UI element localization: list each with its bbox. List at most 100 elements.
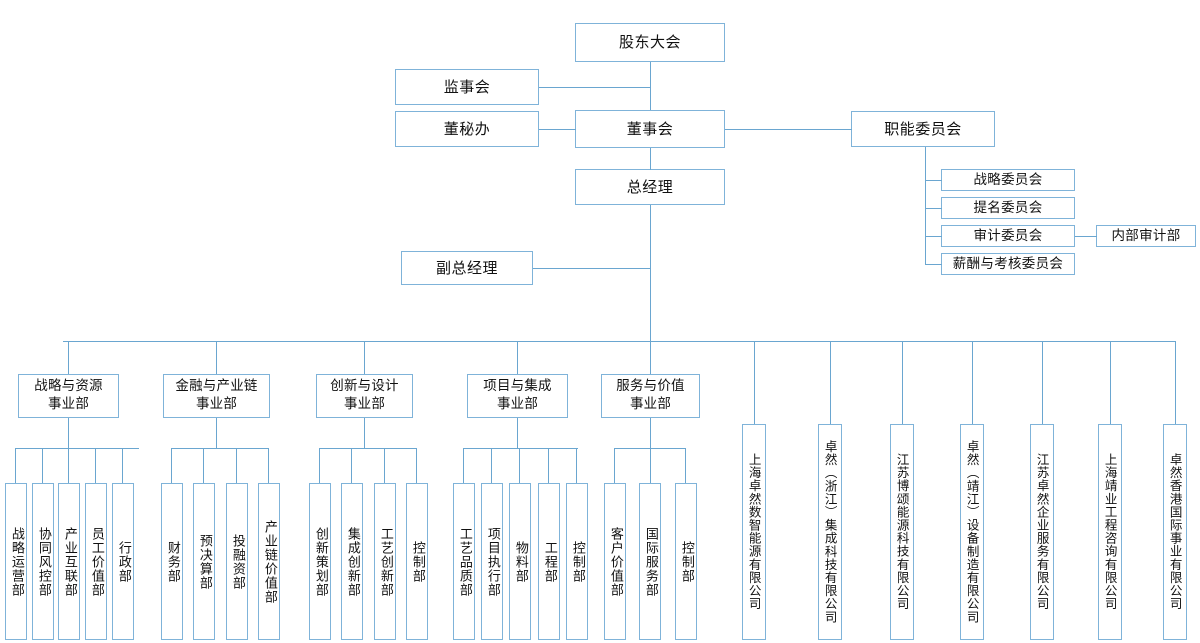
node-department-investment-financing[interactable]: 投融资部: [226, 483, 248, 640]
node-subsidiary-zhuoran-jingjiang-equipment[interactable]: 卓然（靖江）设备制造有限公司: [960, 424, 984, 640]
node-division-project-integration[interactable]: 项目与集成 事业部: [467, 374, 568, 418]
node-department-process-quality[interactable]: 工艺品质部: [453, 483, 475, 640]
connector-deputy-gm-to-spine: [533, 268, 651, 269]
sub-bus-division-5: [614, 448, 685, 449]
node-department-budget-settlement[interactable]: 预决算部: [193, 483, 215, 640]
node-functional-committee[interactable]: 职能委员会: [851, 111, 995, 147]
node-committee-nomination[interactable]: 提名委员会: [941, 197, 1075, 219]
connector-division-5-stem: [650, 418, 651, 448]
connector-supervisory-to-spine: [539, 87, 651, 88]
connector-bus-to-division-3: [364, 341, 365, 374]
connector-audit-to-internal-audit: [1075, 236, 1097, 237]
connector-bus-to-division-4: [517, 341, 518, 374]
connector-dept-3-3: [384, 448, 385, 483]
node-department-process-innovation[interactable]: 工艺创新部: [374, 483, 396, 640]
node-deputy-general-manager[interactable]: 副总经理: [401, 251, 533, 285]
node-internal-audit-department[interactable]: 内部审计部: [1096, 225, 1196, 247]
sub-bus-division-1: [15, 448, 139, 449]
connector-committee-strategy-stub: [925, 180, 942, 181]
connector-bus-to-subsidiary-5: [1042, 341, 1043, 424]
connector-bus-to-subsidiary-2: [830, 341, 831, 424]
connector-committee-compensation-stub: [925, 264, 942, 265]
node-subsidiary-jiangsu-zhuoran-enterprise-service[interactable]: 江苏卓然企业服务有限公司: [1030, 424, 1054, 640]
connector-dept-5-3: [685, 448, 686, 483]
connector-dept-2-1: [171, 448, 172, 483]
connector-committee-audit-stub: [925, 236, 942, 237]
node-subsidiary-zhuoran-hongkong-international[interactable]: 卓然香港国际事业有限公司: [1163, 424, 1187, 640]
node-board-secretary-office[interactable]: 董秘办: [395, 111, 539, 147]
node-shareholders-meeting[interactable]: 股东大会: [575, 23, 725, 62]
connector-bus-to-subsidiary-7: [1175, 341, 1176, 424]
connector-dept-3-4: [416, 448, 417, 483]
connector-bus-to-subsidiary-3: [902, 341, 903, 424]
connector-dept-4-2: [491, 448, 492, 483]
node-division-innovation-design[interactable]: 创新与设计 事业部: [316, 374, 413, 418]
connector-dept-3-1: [319, 448, 320, 483]
sub-bus-division-4: [463, 448, 578, 449]
sub-bus-division-2: [171, 448, 268, 449]
connector-dept-4-3: [519, 448, 520, 483]
node-department-international-service[interactable]: 国际服务部: [639, 483, 661, 640]
connector-division-4-stem: [517, 418, 518, 448]
connector-bus-to-subsidiary-1: [754, 341, 755, 424]
node-department-collaborative-risk-control[interactable]: 协同风控部: [32, 483, 54, 640]
connector-shareholders-to-board: [650, 62, 651, 110]
node-department-strategy-operations[interactable]: 战略运营部: [5, 483, 27, 640]
node-supervisory-board[interactable]: 监事会: [395, 69, 539, 105]
connector-committee-rail-top: [925, 147, 926, 148]
node-department-innovation-planning[interactable]: 创新策划部: [309, 483, 331, 640]
connector-bus-to-division-1: [68, 341, 69, 374]
node-department-administration[interactable]: 行政部: [112, 483, 134, 640]
connector-division-2-stem: [216, 418, 217, 448]
connector-board-to-gm: [650, 148, 651, 170]
node-division-strategy-resources[interactable]: 战略与资源 事业部: [18, 374, 119, 418]
node-department-materials[interactable]: 物料部: [509, 483, 531, 640]
connector-dept-1-5: [122, 448, 123, 483]
connector-division-3-stem: [364, 418, 365, 448]
node-department-industry-chain-value[interactable]: 产业链价值部: [258, 483, 280, 640]
node-committee-strategy[interactable]: 战略委员会: [941, 169, 1075, 191]
connector-dept-4-4: [548, 448, 549, 483]
connector-dept-1-2: [42, 448, 43, 483]
connector-dept-4-1: [463, 448, 464, 483]
node-department-finance[interactable]: 财务部: [161, 483, 183, 640]
sub-bus-division-3: [319, 448, 416, 449]
connector-bus-to-division-5: [650, 341, 651, 374]
connector-dept-3-2: [351, 448, 352, 483]
node-department-control-service[interactable]: 控制部: [675, 483, 697, 640]
node-subsidiary-zhuoran-zhejiang-integration[interactable]: 卓然（浙江）集成科技有限公司: [818, 424, 842, 640]
node-department-customer-value[interactable]: 客户价值部: [604, 483, 626, 640]
node-committee-audit[interactable]: 审计委员会: [941, 225, 1075, 247]
node-general-manager[interactable]: 总经理: [575, 169, 725, 205]
node-department-engineering[interactable]: 工程部: [538, 483, 560, 640]
connector-bus-to-subsidiary-4: [972, 341, 973, 424]
connector-division-1-stem: [68, 418, 69, 448]
node-division-service-value[interactable]: 服务与价值 事业部: [601, 374, 700, 418]
connector-dept-4-5: [576, 448, 577, 483]
node-department-integrated-innovation[interactable]: 集成创新部: [341, 483, 363, 640]
node-subsidiary-shanghai-zhuoran-digital-energy[interactable]: 上海卓然数智能源有限公司: [742, 424, 766, 640]
node-committee-compensation[interactable]: 薪酬与考核委员会: [941, 253, 1075, 275]
connector-dept-2-2: [203, 448, 204, 483]
main-horizontal-bus: [63, 341, 1176, 342]
connector-bus-to-division-2: [216, 341, 217, 374]
connector-bus-to-subsidiary-6: [1110, 341, 1111, 424]
connector-board-to-functional-committee: [725, 129, 852, 130]
node-subsidiary-shanghai-jingye-engineering-consulting[interactable]: 上海靖业工程咨询有限公司: [1098, 424, 1122, 640]
node-subsidiary-jiangsu-bosong-energy[interactable]: 江苏博颂能源科技有限公司: [890, 424, 914, 640]
connector-dept-5-1: [614, 448, 615, 483]
connector-dept-1-1: [15, 448, 16, 483]
connector-dept-2-4: [268, 448, 269, 483]
node-division-finance-industry-chain[interactable]: 金融与产业链 事业部: [163, 374, 270, 418]
connector-dept-1-3: [68, 448, 69, 483]
node-department-employee-value[interactable]: 员工价值部: [85, 483, 107, 640]
connector-committee-nomination-stub: [925, 208, 942, 209]
connector-committee-rail: [925, 147, 926, 265]
node-board-of-directors[interactable]: 董事会: [575, 110, 725, 148]
connector-dept-1-4: [95, 448, 96, 483]
node-department-project-execution[interactable]: 项目执行部: [481, 483, 503, 640]
node-department-control-project[interactable]: 控制部: [566, 483, 588, 640]
node-department-industrial-internet[interactable]: 产业互联部: [58, 483, 80, 640]
node-department-control-innovation[interactable]: 控制部: [406, 483, 428, 640]
